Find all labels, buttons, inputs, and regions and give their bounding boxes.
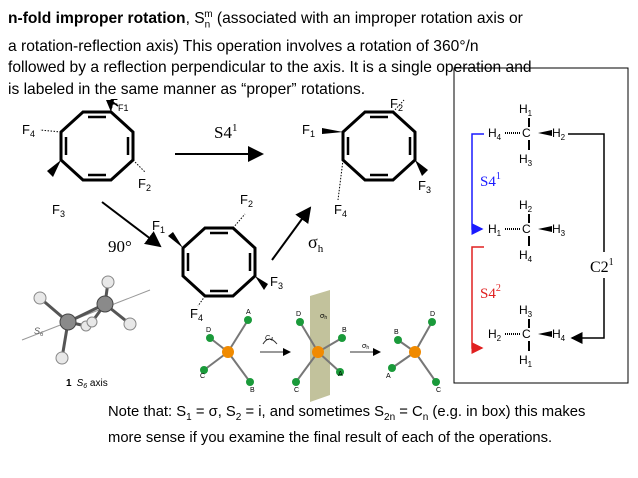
box-mol3-bottom: H1 xyxy=(519,353,533,369)
box-mol1-bottom: H3 xyxy=(519,152,533,168)
ring-left xyxy=(39,99,146,182)
box-s42: S42 xyxy=(480,283,501,302)
mini-label: A xyxy=(386,373,391,380)
note-paragraph: Note that: S1 = σ, S2 = i, and sometimes… xyxy=(108,402,628,448)
mini-label: A xyxy=(246,309,251,316)
box-mol1-c: C xyxy=(522,126,531,140)
mini-molecules xyxy=(200,290,440,402)
model-3d xyxy=(21,275,151,365)
op-ninety: 90° xyxy=(108,237,132,256)
mini-label: B xyxy=(394,329,399,336)
mini-sigma-h2: σh xyxy=(362,343,369,351)
box-mol1-top: H1 xyxy=(519,102,533,118)
box-s41: S41 xyxy=(480,171,501,190)
box-c21: C21 xyxy=(590,257,614,276)
box-mol3-left: H2 xyxy=(488,327,502,343)
arrow-rotate xyxy=(101,201,162,248)
mini-label: D xyxy=(296,311,301,318)
black-bracket xyxy=(568,133,605,344)
ring-middle xyxy=(168,213,268,307)
note-part: (e.g. in box) this makes xyxy=(428,404,586,420)
mini-label: C xyxy=(294,387,299,394)
intro-line4: is labeled in the same manner as “proper… xyxy=(8,80,366,98)
ring-right-f3: F3 xyxy=(418,178,431,195)
example-box xyxy=(453,67,629,384)
ring-left-f3: F3 xyxy=(52,202,65,219)
ring-middle-f3: F3 xyxy=(270,274,283,291)
symbol: S xyxy=(194,10,205,28)
box-mol1: H1 H4 C H2 H3 xyxy=(488,102,566,168)
note-part: = σ, S xyxy=(191,404,236,420)
box-mol3: H3 H2 C H4 H1 xyxy=(488,303,566,369)
ring-middle-f2: F2 xyxy=(240,192,253,209)
note-sub: 2 xyxy=(235,411,242,423)
note-part: = C xyxy=(395,404,423,420)
box-mol2-right: H3 xyxy=(552,222,566,238)
symbol-sup: m xyxy=(204,9,213,20)
box-mol2-bottom: H4 xyxy=(519,248,533,264)
note-part: Note that: S xyxy=(108,404,187,420)
mini-c4: C4 xyxy=(265,335,273,343)
mini-sigma-h: σh xyxy=(320,313,327,321)
box-mol2: H2 H1 C H3 H4 xyxy=(488,198,566,264)
ring-right-f1: F1 xyxy=(302,122,315,139)
ring-left-f4: F4 xyxy=(22,122,35,139)
note-sub: n xyxy=(422,411,429,423)
intro-line2: a rotation-reflection axis) This operati… xyxy=(8,37,479,55)
box-mol3-top: H3 xyxy=(519,303,533,319)
box-mol1-right: H2 xyxy=(552,126,566,142)
symbol-sub: n xyxy=(204,19,211,31)
mini-label: D xyxy=(206,327,211,334)
ring-middle-f4: F4 xyxy=(190,306,203,323)
box-mol2-top: H2 xyxy=(519,198,533,214)
model-axis-label: S6 xyxy=(34,326,44,338)
ring-right-f2: F2 xyxy=(390,96,403,113)
op-sigma-h: σh xyxy=(308,232,324,255)
box-mol3-c: C xyxy=(522,327,531,341)
intro-line3: followed by a reflection perpendicular t… xyxy=(8,59,532,77)
mini-label: B xyxy=(342,327,347,334)
blue-bracket xyxy=(471,133,484,235)
term: n-fold improper rotation xyxy=(8,10,186,28)
box-mol2-left: H1 xyxy=(488,222,502,238)
mini-labels: A B C D A B C D A B C D C4 σh σh xyxy=(200,309,441,394)
box-mol2-c: C xyxy=(522,222,531,236)
mini-label: B xyxy=(250,387,255,394)
note-sub: 2n xyxy=(384,411,396,423)
intro-line1-rest: (associated with an improper rotation ax… xyxy=(212,10,523,28)
box-mol3-right: H4 xyxy=(552,327,566,343)
ring-right-f4: F4 xyxy=(334,202,347,219)
mini-label: A xyxy=(338,371,343,378)
ring-left-f2: F2 xyxy=(138,176,151,193)
red-bracket xyxy=(471,246,484,354)
intro-paragraph: n-fold improper rotation, Snm (associate… xyxy=(8,9,532,98)
op-s41: S41 xyxy=(214,122,237,142)
mini-label: D xyxy=(430,311,435,318)
ring-middle-f1: F1 xyxy=(152,218,165,235)
arrow-reflect xyxy=(271,206,312,261)
ring-right xyxy=(322,99,428,201)
note-sub: 1 xyxy=(186,411,192,423)
mini-label: C xyxy=(200,373,205,380)
note-part: = i, and sometimes S xyxy=(241,404,385,420)
ring-left-f1: FF1 xyxy=(110,96,128,113)
note-line2: more sense if you examine the final resu… xyxy=(108,429,553,446)
mini-label: C xyxy=(436,387,441,394)
box-mol1-left: H4 xyxy=(488,126,502,142)
